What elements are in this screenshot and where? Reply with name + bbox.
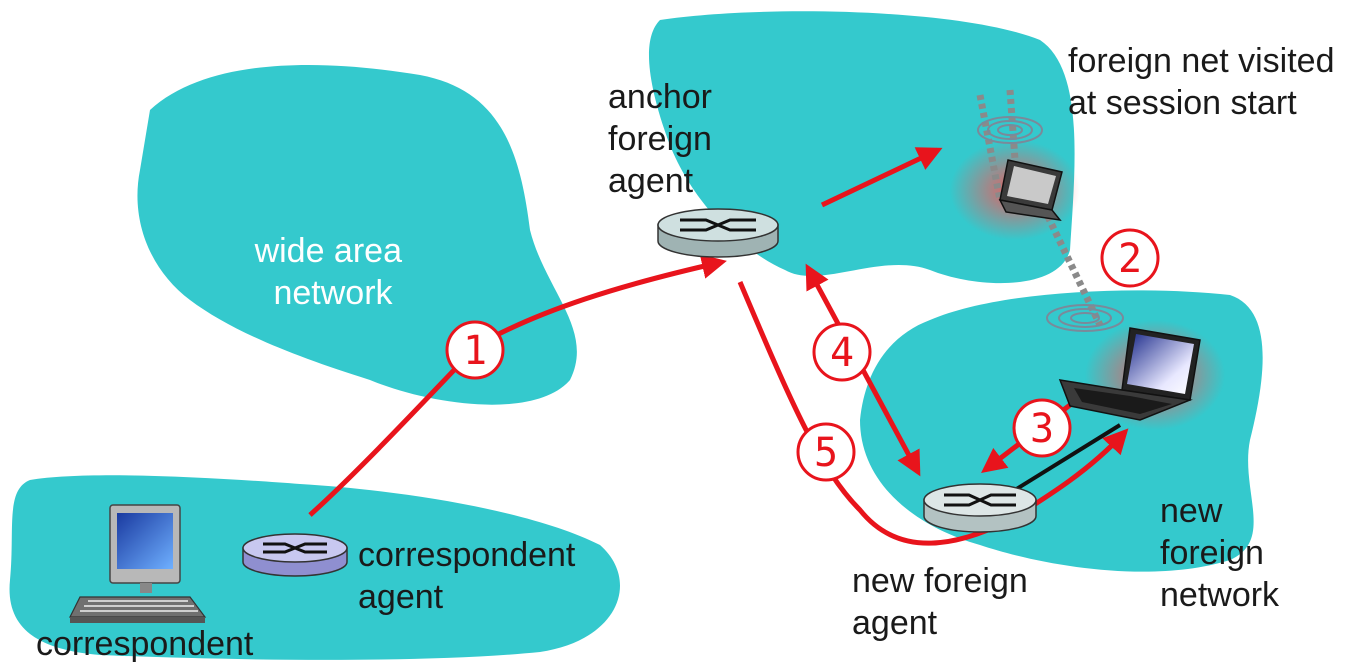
desktop-computer-icon	[69, 504, 207, 623]
step-circle	[1100, 228, 1160, 288]
step-number: 1	[463, 328, 487, 374]
step-3-marker: 3	[1012, 398, 1072, 458]
step-number: 4	[830, 330, 854, 376]
step-number: 5	[814, 430, 838, 476]
step-circle	[445, 320, 505, 380]
anchor-foreign-agent-label: anchor foreign agent	[608, 78, 721, 200]
step-circle	[1012, 398, 1072, 458]
step-circle	[812, 322, 872, 382]
new-foreign-agent-label: new foreign agent	[852, 562, 1037, 642]
router-icon	[923, 483, 1037, 533]
laptop-icon	[1058, 327, 1201, 421]
correspondent-agent-label: correspondent agent	[358, 536, 585, 616]
step-2-marker: 2	[1100, 228, 1160, 288]
step-circle	[796, 422, 856, 482]
arrow-anchor-to-visited	[820, 147, 943, 208]
wireless-signal-icon	[977, 116, 1043, 144]
step-4-marker: 4	[812, 322, 872, 382]
step-1-marker: 1	[445, 320, 505, 380]
router-icon	[242, 533, 348, 577]
wireless-signal-icon	[1046, 304, 1124, 332]
step-number: 2	[1118, 236, 1142, 282]
router-icon	[657, 208, 779, 258]
arrow-5	[737, 281, 1129, 546]
wide-area-network-cloud	[137, 64, 577, 405]
step-number: 3	[1030, 406, 1054, 452]
wired-link	[1008, 423, 1122, 495]
wide-area-network-label: wide area network	[254, 232, 412, 312]
foreign-net-visited-label: foreign net visited at session start	[1068, 42, 1344, 122]
step-5-marker: 5	[796, 422, 856, 482]
laptop-icon	[998, 159, 1063, 222]
correspondent-label: correspondent	[36, 625, 254, 663]
movement-trail	[1006, 89, 1019, 161]
new-foreign-network-label: new foreign network	[1160, 492, 1280, 614]
